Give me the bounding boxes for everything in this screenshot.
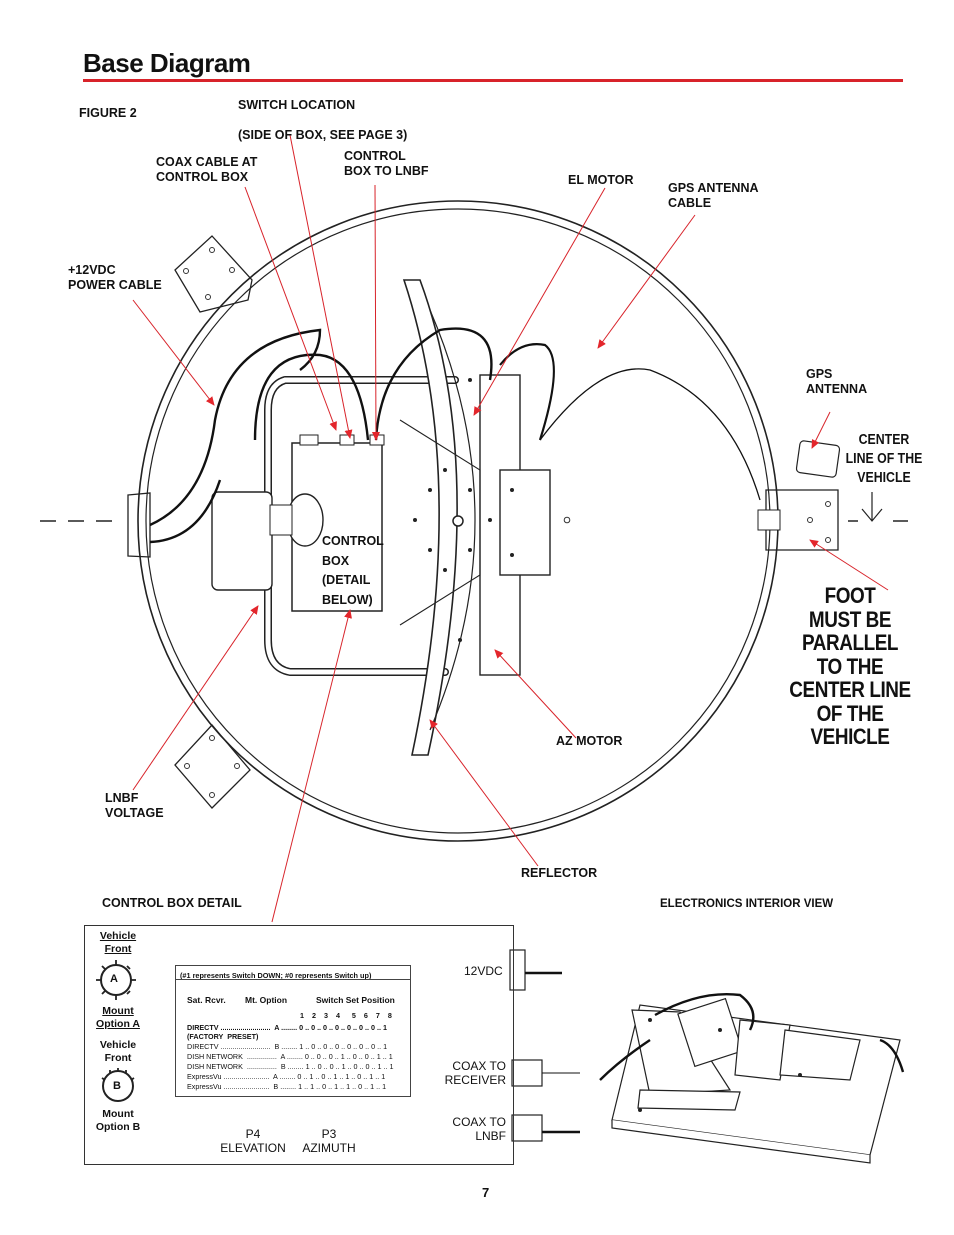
gps-antenna-label: GPS ANTENNA <box>806 367 868 396</box>
port-receiver-label: COAX TO RECEIVER <box>444 1059 506 1087</box>
reflector-shape <box>402 279 458 756</box>
switch-note: (#1 represents Switch DOWN; #0 represent… <box>180 971 372 980</box>
port-12vdc-label: 12VDC <box>464 964 503 978</box>
vehicle-front-a-label: Vehicle Front <box>99 930 137 955</box>
table-row: (FACTORY PRESET) <box>187 1032 259 1041</box>
reflector-label: REFLECTOR <box>521 866 598 880</box>
page-title: Base Diagram <box>83 48 251 78</box>
col-switch: Switch Set Position <box>316 995 395 1005</box>
mount-a-letter: A <box>110 973 118 985</box>
mount-option-a-label: Mount Option A <box>96 1005 140 1030</box>
electronics-heading: ELECTRONICS INTERIOR VIEW <box>660 898 834 910</box>
center-line-label: CENTER LINE OF THE VEHICLE <box>845 432 923 486</box>
col-receiver: Sat. Rcvr. <box>187 995 226 1005</box>
switch-location-label: SWITCH LOCATION (SIDE OF BOX, SEE PAGE 3… <box>238 98 408 142</box>
table-row: DIRECTV ......................... B ....… <box>187 1042 388 1051</box>
port-lnbf-label: COAX TO LNBF <box>452 1115 506 1143</box>
control-box-label: CONTROL BOX (DETAIL BELOW) <box>322 534 384 607</box>
table-row: DIRECTV ......................... A ....… <box>187 1023 387 1032</box>
switch-numbers: 1 2 3 4 5 6 7 8 <box>300 1011 392 1020</box>
table-row: DISH NETWORK ............... A ........ … <box>187 1052 393 1061</box>
table-row: ExpressVu ....................... A ....… <box>187 1072 386 1081</box>
lnbf-voltage-label: LNBF VOLTAGE <box>105 791 164 820</box>
mount-b-letter: B <box>113 1080 121 1092</box>
mount-option-b-label: Mount Option B <box>95 1108 141 1133</box>
control-box-detail-heading: CONTROL BOX DETAIL <box>102 896 242 910</box>
table-row: ExpressVu ....................... B ....… <box>187 1082 387 1091</box>
mounting-tabs <box>127 235 839 809</box>
gps-antenna-cable-label: GPS ANTENNA CABLE <box>668 181 759 210</box>
switch-settings-table: (#1 represents Switch DOWN; #0 represent… <box>175 965 411 1097</box>
col-mount: Mt. Option <box>245 995 288 1005</box>
p3-azimuth-label: P3 AZIMUTH <box>302 1127 356 1155</box>
title-rule <box>83 79 903 82</box>
power-cable-label: +12VDC POWER CABLE <box>68 263 162 292</box>
table-row: DISH NETWORK ............... B ........ … <box>187 1062 394 1071</box>
p4-elevation-label: P4 ELEVATION <box>220 1127 286 1155</box>
electronics-interior-drawing <box>611 997 901 1164</box>
az-motor-label: AZ MOTOR <box>556 734 623 748</box>
figure-label: FIGURE 2 <box>79 106 137 120</box>
control-box-detail-drawing <box>96 949 580 1142</box>
control-box-lnbf-label: CONTROL BOX TO LNBF <box>344 149 429 178</box>
control-box-detail-panel <box>84 925 514 1165</box>
foot-parallel-note: FOOT MUST BE PARALLEL TO THE CENTER LINE… <box>789 583 911 749</box>
el-motor-label: EL MOTOR <box>568 173 634 187</box>
vehicle-front-b-label: Vehicle Front <box>99 1039 137 1064</box>
page-number: 7 <box>482 1185 490 1200</box>
coax-cable-label: COAX CABLE AT CONTROL BOX <box>156 155 258 184</box>
